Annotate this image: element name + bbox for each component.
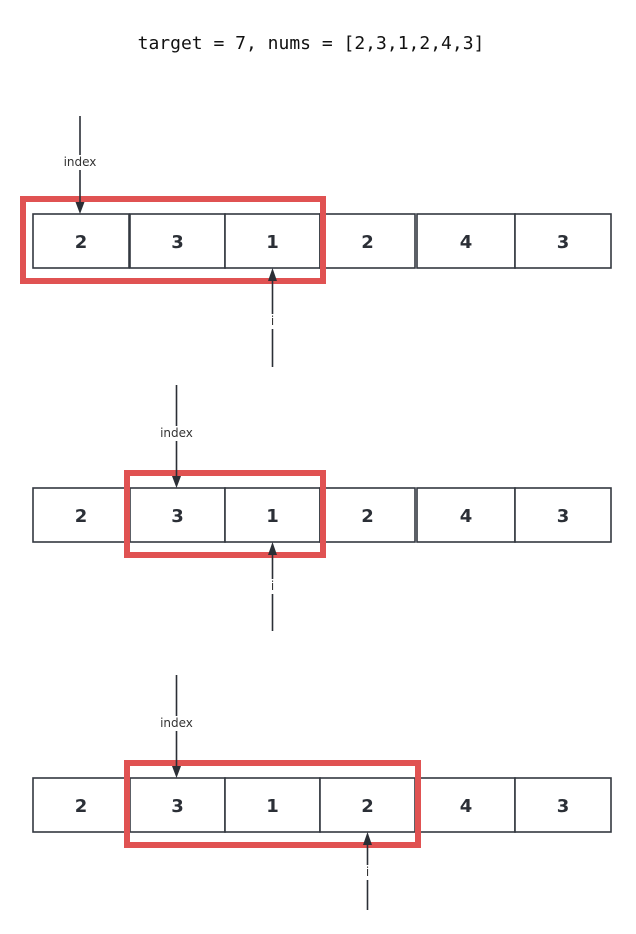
array-cell-value: 4 bbox=[460, 232, 473, 253]
array-cell: 2 bbox=[32, 777, 130, 833]
array-cell-value: 2 bbox=[75, 796, 88, 817]
array-cell-value: 3 bbox=[557, 506, 570, 527]
array-cell: 1 bbox=[224, 213, 321, 269]
array-cell: 2 bbox=[32, 487, 130, 543]
i-pointer-label: i bbox=[271, 579, 274, 593]
index-label-background bbox=[156, 716, 197, 731]
array-cell: 4 bbox=[416, 777, 516, 833]
array-cell-value: 1 bbox=[266, 796, 279, 817]
array-cell-box bbox=[416, 213, 516, 269]
arrow-down-icon bbox=[172, 476, 181, 488]
index-pointer: index bbox=[156, 675, 197, 778]
sliding-window-frame bbox=[124, 470, 326, 558]
array-cell: 2 bbox=[32, 213, 130, 269]
array-cell-value: 3 bbox=[171, 796, 184, 817]
array-cell-value: 3 bbox=[171, 506, 184, 527]
array-cell-box bbox=[129, 487, 226, 543]
i-pointer-label: i bbox=[366, 865, 369, 879]
i-label-background bbox=[266, 314, 279, 329]
array-cell-value: 3 bbox=[557, 796, 570, 817]
i-pointer-label: i bbox=[271, 314, 274, 328]
array-cell-box bbox=[319, 777, 416, 833]
array-cell-value: 4 bbox=[460, 796, 473, 817]
sliding-window-frame bbox=[124, 760, 421, 848]
array-cell-value: 3 bbox=[557, 232, 570, 253]
arrow-up-icon bbox=[268, 542, 277, 555]
array-cell-box bbox=[416, 777, 516, 833]
array-cell-value: 2 bbox=[361, 232, 374, 253]
array-cell-box bbox=[224, 487, 321, 543]
array-cell-box bbox=[129, 777, 226, 833]
i-pointer: i bbox=[361, 832, 374, 910]
array-cell: 3 bbox=[514, 213, 612, 269]
step-2: 2 3 1 2 4 3 index i bbox=[32, 385, 612, 631]
array-cell: 3 bbox=[129, 213, 226, 269]
diagram-title: target = 7, nums = [2,3,1,2,4,3] bbox=[138, 33, 485, 54]
arrow-down-icon bbox=[75, 202, 85, 214]
array-cell: 2 bbox=[319, 487, 416, 543]
steps-container: 2 3 1 2 4 3 index i 2 3 1 2 4 3 index i 2 3 1 2 4 3 index i bbox=[20, 116, 612, 910]
index-label-background bbox=[60, 155, 100, 170]
array-cell-box bbox=[514, 777, 612, 833]
array-cell-box bbox=[224, 777, 321, 833]
array-cell-value: 4 bbox=[460, 506, 473, 527]
array-cell: 3 bbox=[129, 487, 226, 543]
step-1: 2 3 1 2 4 3 index i bbox=[20, 116, 612, 367]
array-cell: 1 bbox=[224, 777, 321, 833]
array-cell: 3 bbox=[129, 777, 226, 833]
array-cell-box bbox=[319, 213, 416, 269]
index-pointer-label: index bbox=[64, 155, 97, 169]
index-label-background bbox=[156, 426, 197, 441]
array-cell: 3 bbox=[514, 487, 612, 543]
array-cell-box bbox=[32, 213, 130, 269]
array-cell-box bbox=[514, 213, 612, 269]
arrow-down-icon bbox=[172, 766, 181, 778]
array-cell-box bbox=[514, 487, 612, 543]
array-cell-value: 2 bbox=[75, 506, 88, 527]
array-cell: 4 bbox=[416, 487, 516, 543]
array-cell: 4 bbox=[416, 213, 516, 269]
array-cell: 2 bbox=[319, 777, 416, 833]
array-cell-value: 2 bbox=[361, 506, 374, 527]
array-cell-value: 1 bbox=[266, 232, 279, 253]
i-label-background bbox=[361, 865, 374, 880]
array-cell-value: 1 bbox=[266, 506, 279, 527]
index-pointer-label: index bbox=[160, 716, 193, 730]
sliding-window-frame bbox=[20, 196, 326, 284]
array-cell-box bbox=[129, 213, 226, 269]
arrow-up-icon bbox=[268, 268, 277, 281]
array-cell-box bbox=[319, 487, 416, 543]
i-label-background bbox=[266, 579, 279, 594]
array-cell-value: 2 bbox=[75, 232, 88, 253]
array-cell: 1 bbox=[224, 487, 321, 543]
array-cell-value: 2 bbox=[361, 796, 374, 817]
index-pointer: index bbox=[156, 385, 197, 488]
array-cell-box bbox=[32, 487, 130, 543]
i-pointer: i bbox=[266, 268, 279, 367]
array-cell: 2 bbox=[319, 213, 416, 269]
step-3: 2 3 1 2 4 3 index i bbox=[32, 675, 612, 910]
index-pointer-label: index bbox=[160, 426, 193, 440]
array-cell: 3 bbox=[514, 777, 612, 833]
arrow-up-icon bbox=[363, 832, 372, 845]
array-cell-value: 3 bbox=[171, 232, 184, 253]
index-pointer: index bbox=[60, 116, 100, 214]
i-pointer: i bbox=[266, 542, 279, 631]
